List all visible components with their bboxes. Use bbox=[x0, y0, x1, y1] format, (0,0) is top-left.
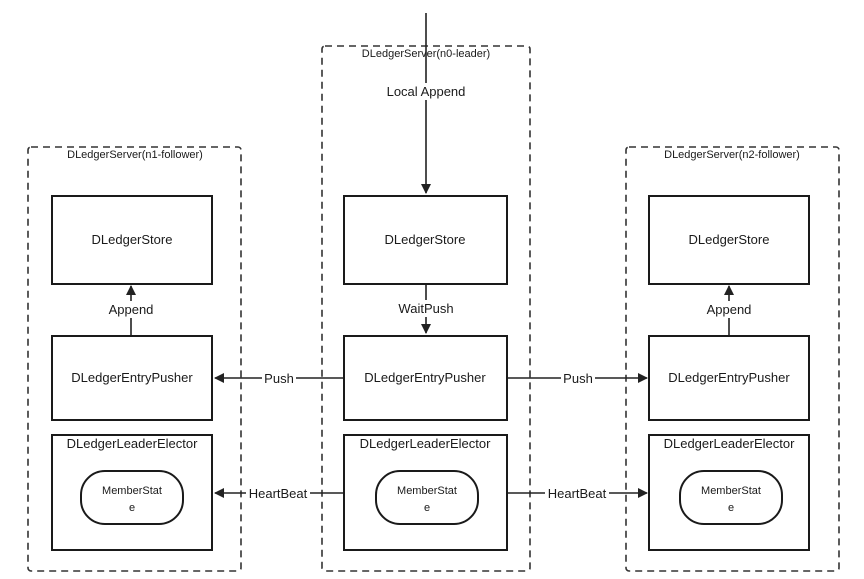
follower1-member-state-line2: e bbox=[129, 502, 135, 514]
follower2-elector-label: DLedgerLeaderElector bbox=[664, 436, 795, 451]
follower2-member-state-line2: e bbox=[728, 502, 734, 514]
follower1-store-label: DLedgerStore bbox=[92, 232, 173, 247]
wait-push-label: WaitPush bbox=[398, 301, 453, 316]
follower2-store-node: DLedgerStore bbox=[648, 195, 810, 285]
leader-member-state-line2: e bbox=[424, 502, 430, 514]
push-right-label-bg bbox=[561, 370, 595, 387]
leader-store-box bbox=[343, 195, 508, 285]
leader-store-label: DLedgerStore bbox=[385, 232, 466, 247]
leader-pusher-node: DLedgerEntryPusher bbox=[343, 335, 508, 421]
follower1-elector-node: DLedgerLeaderElector MemberStat e bbox=[51, 434, 213, 551]
push-left-label: Push bbox=[264, 371, 294, 386]
heartbeat-right-label: HeartBeat bbox=[548, 486, 607, 501]
append-right-label-bg bbox=[702, 301, 758, 318]
leader-member-state-line1: MemberStat bbox=[397, 485, 457, 497]
follower2-elector-node: DLedgerLeaderElector MemberStat e bbox=[648, 434, 810, 551]
append-left-label-bg bbox=[104, 301, 160, 318]
follower1-elector-label: DLedgerLeaderElector bbox=[67, 436, 198, 451]
server-follower1-title: DLedgerServer(n1-follower) bbox=[67, 149, 203, 161]
heartbeat-right-label-bg bbox=[545, 485, 609, 502]
push-left-label-bg bbox=[262, 370, 296, 387]
leader-pusher-box bbox=[343, 335, 508, 421]
follower1-member-state-box bbox=[80, 470, 184, 525]
leader-member-state-box bbox=[375, 470, 479, 525]
follower2-store-label: DLedgerStore bbox=[689, 232, 770, 247]
heartbeat-left-label: HeartBeat bbox=[249, 486, 308, 501]
local-append-label: Local Append bbox=[387, 84, 466, 99]
follower2-pusher-label: DLedgerEntryPusher bbox=[668, 370, 790, 385]
server-follower2-container: DLedgerServer(n2-follower) bbox=[625, 146, 840, 572]
follower1-pusher-box bbox=[51, 335, 213, 421]
follower2-pusher-box bbox=[648, 335, 810, 421]
server-follower1-container: DLedgerServer(n1-follower) bbox=[27, 146, 242, 572]
leader-elector-label: DLedgerLeaderElector bbox=[360, 436, 491, 451]
follower2-pusher-node: DLedgerEntryPusher bbox=[648, 335, 810, 421]
server-follower2-title: DLedgerServer(n2-follower) bbox=[664, 149, 800, 161]
follower1-elector-box bbox=[51, 434, 213, 551]
local-append-label-bg bbox=[380, 83, 472, 100]
leader-pusher-label: DLedgerEntryPusher bbox=[364, 370, 486, 385]
follower2-member-state-box bbox=[679, 470, 783, 525]
leader-store-node: DLedgerStore bbox=[343, 195, 508, 285]
follower1-store-box bbox=[51, 195, 213, 285]
follower2-member-state-line1: MemberStat bbox=[701, 485, 761, 497]
heartbeat-left-label-bg bbox=[246, 485, 310, 502]
wait-push-label-bg bbox=[391, 300, 461, 317]
follower1-pusher-label: DLedgerEntryPusher bbox=[71, 370, 193, 385]
follower2-store-box bbox=[648, 195, 810, 285]
server-follower1-border bbox=[27, 146, 242, 572]
append-right-label: Append bbox=[707, 302, 752, 317]
append-left-label: Append bbox=[109, 302, 154, 317]
push-right-label: Push bbox=[563, 371, 593, 386]
follower1-member-state-line1: MemberStat bbox=[102, 485, 162, 497]
leader-elector-node: DLedgerLeaderElector MemberStat e bbox=[343, 434, 508, 551]
server-follower2-border bbox=[625, 146, 840, 572]
follower1-pusher-node: DLedgerEntryPusher bbox=[51, 335, 213, 421]
follower1-store-node: DLedgerStore bbox=[51, 195, 213, 285]
